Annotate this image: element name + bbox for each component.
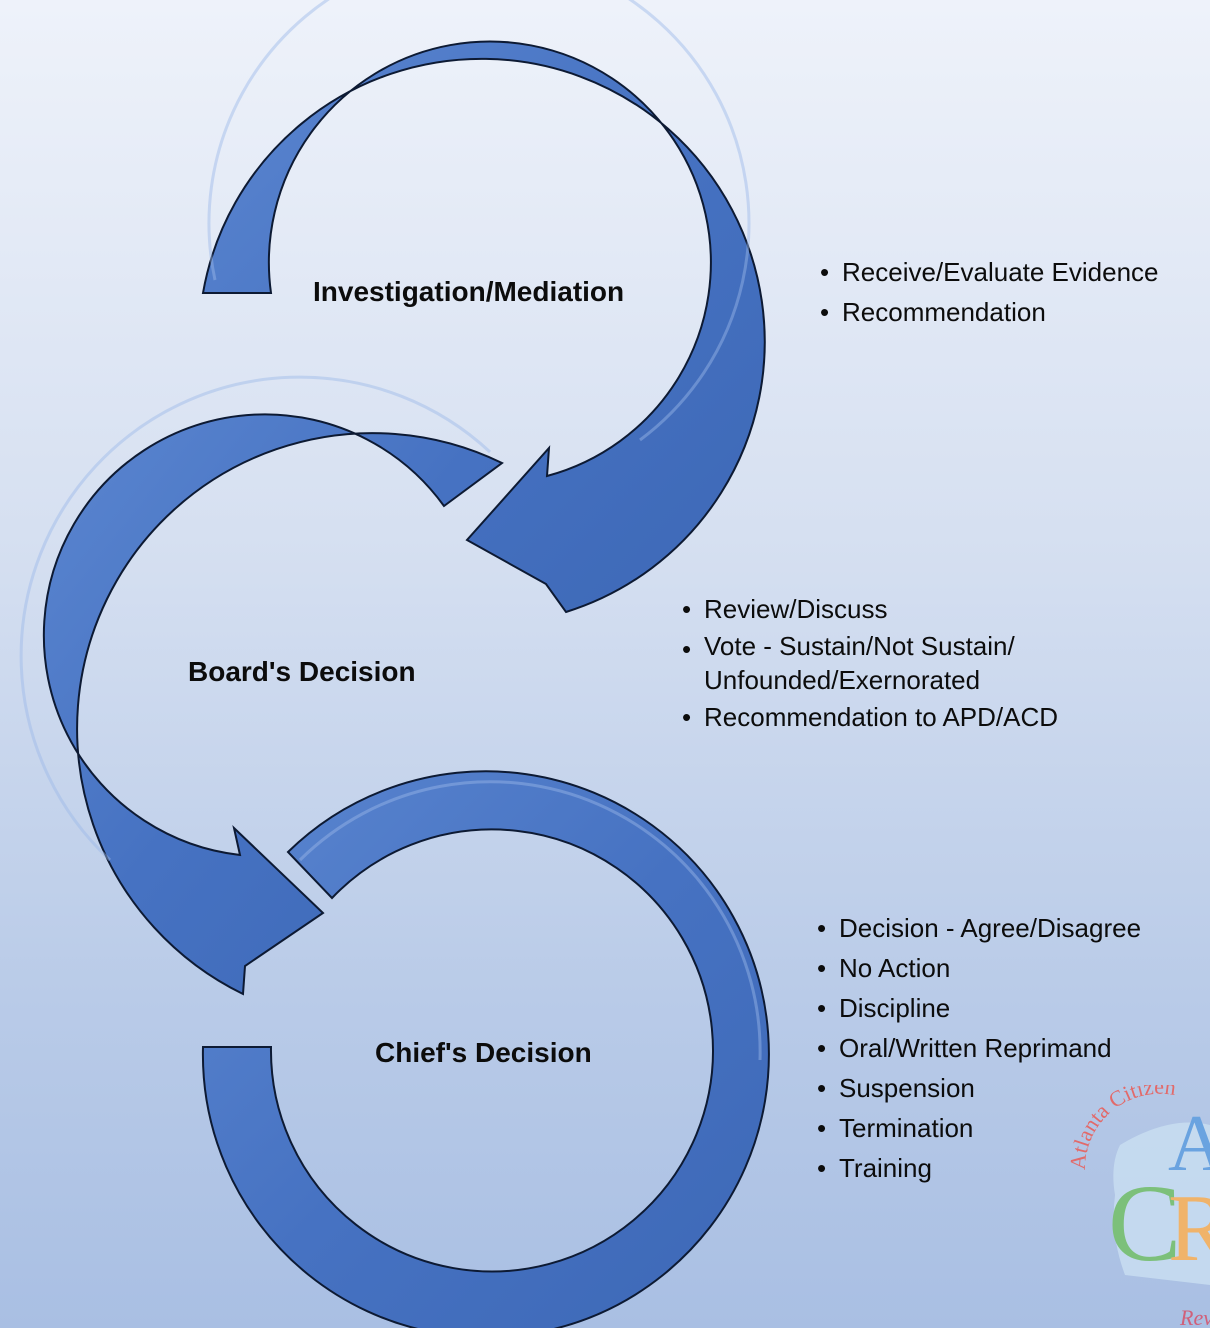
board-bullet-list: Review/Discuss Vote - Sustain/Not Sustai… <box>682 589 1102 737</box>
list-item: Receive/Evaluate Evidence <box>820 252 1159 292</box>
stage-label-investigation: Investigation/Mediation <box>313 276 625 307</box>
list-item: Review/Discuss <box>682 589 1102 629</box>
chief-decision-arrow <box>201 770 770 1328</box>
list-item: No Action <box>817 948 1141 988</box>
stage-label-board-decision: Board's Decision <box>188 656 416 687</box>
list-item: Recommendation <box>820 292 1159 332</box>
logo-letter-r: R <box>1168 1175 1210 1281</box>
list-item: Vote - Sustain/Not Sustain/ Unfounded/Ex… <box>682 629 1102 697</box>
investigation-bullet-list: Receive/Evaluate Evidence Recommendation <box>820 252 1159 332</box>
stage-label-chief-decision: Chief's Decision <box>375 1037 592 1068</box>
list-item: Suspension <box>817 1068 1141 1108</box>
logo-letter-c: C <box>1108 1162 1181 1284</box>
investigation-arrow <box>201 0 766 614</box>
board-decision-arrow <box>19 375 504 996</box>
list-item: Recommendation to APD/ACD <box>682 697 1102 737</box>
acrb-logo: Atlanta Citizen A C R Rev <box>1060 1085 1210 1328</box>
list-item: Training <box>817 1148 1141 1188</box>
list-item: Oral/Written Reprimand <box>817 1028 1141 1068</box>
chief-bullet-list: Decision - Agree/Disagree No Action Disc… <box>817 908 1141 1188</box>
list-item: Discipline <box>817 988 1141 1028</box>
list-item: Decision - Agree/Disagree <box>817 908 1141 948</box>
logo-letter-a: A <box>1168 1100 1210 1188</box>
logo-bottom-text: Rev <box>1179 1305 1210 1328</box>
list-item: Termination <box>817 1108 1141 1148</box>
list-item-text: Vote - Sustain/Not Sustain/ Unfounded/Ex… <box>704 631 1015 695</box>
